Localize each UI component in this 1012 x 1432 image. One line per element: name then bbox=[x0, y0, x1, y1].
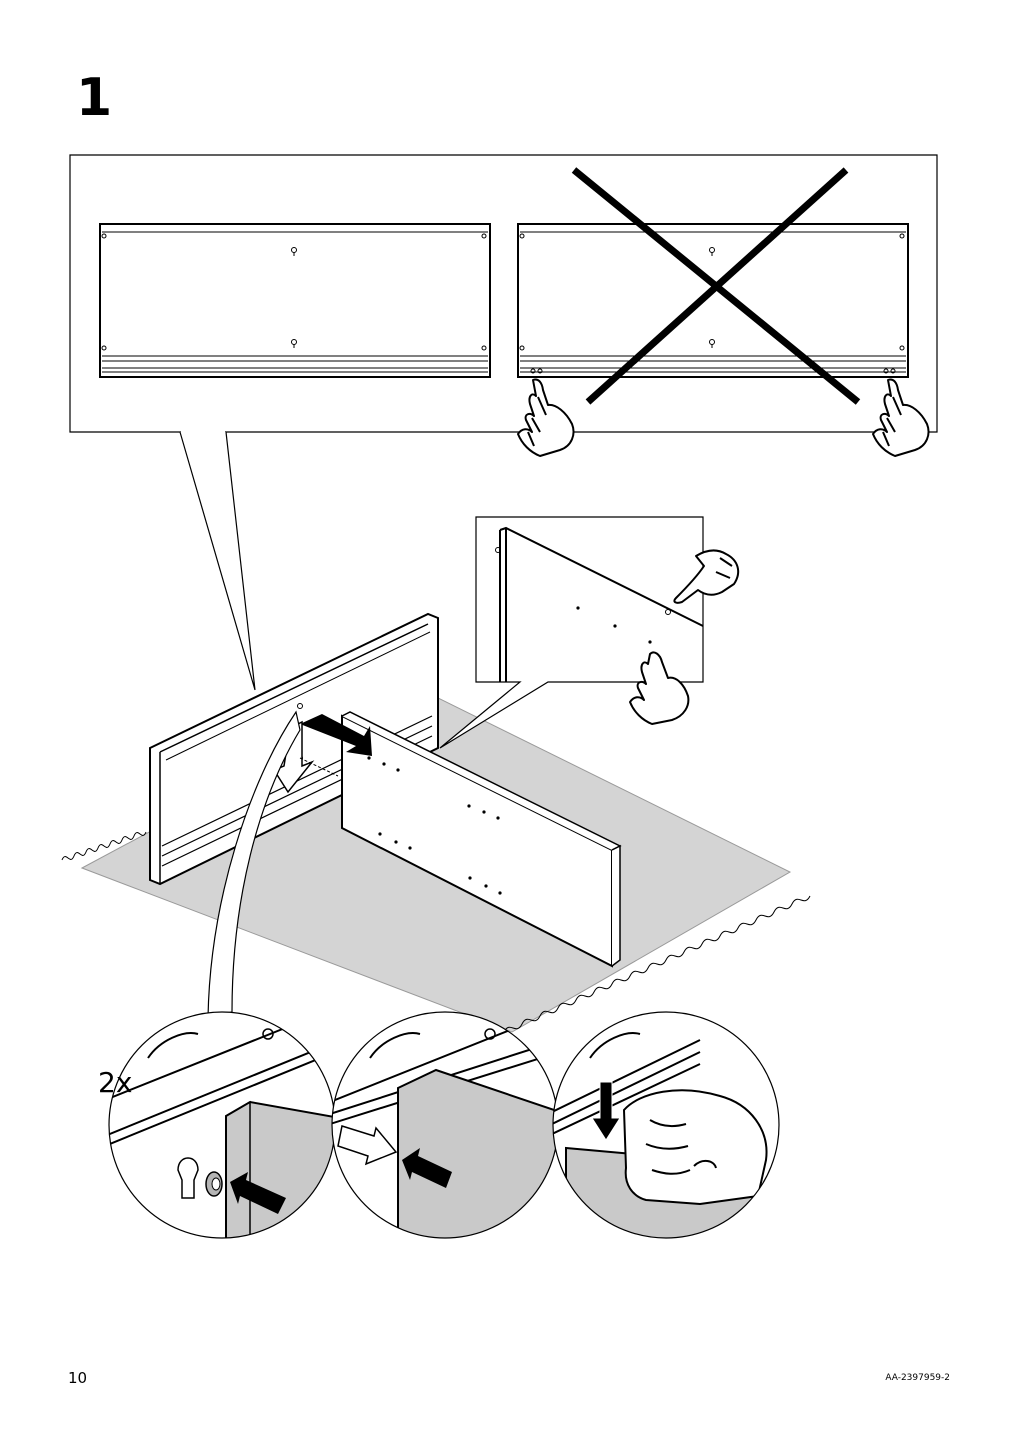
detail-circle-3 bbox=[552, 1011, 780, 1239]
keyhole-slot-icon bbox=[177, 1157, 199, 1199]
push-arrow-icon bbox=[337, 1125, 398, 1166]
push-arrow-icon bbox=[230, 1172, 286, 1214]
pointing-hand-icon bbox=[629, 651, 690, 725]
pressing-hand-icon bbox=[623, 1089, 768, 1205]
orientation-callout bbox=[69, 154, 938, 691]
page-number: 10 bbox=[68, 1369, 88, 1387]
down-arrow-icon bbox=[591, 1081, 621, 1141]
push-arrow-icon bbox=[272, 714, 372, 794]
pointing-hand-icon bbox=[517, 378, 575, 457]
correct-panel-view bbox=[99, 223, 491, 378]
push-arrow-icon bbox=[402, 1148, 452, 1188]
pointing-hand-icon bbox=[673, 549, 740, 604]
cross-mark-icon bbox=[571, 167, 861, 405]
dowel-icon bbox=[205, 1171, 223, 1197]
incorrect-panel-view bbox=[517, 167, 909, 405]
detail-circle-2 bbox=[331, 1011, 559, 1239]
document-code: AA-2397959-2 bbox=[885, 1373, 950, 1383]
pointing-hand-icon bbox=[872, 378, 930, 457]
shelf-panel bbox=[341, 711, 622, 968]
hole-detail-callout bbox=[439, 516, 740, 749]
detail-circle-1 bbox=[108, 1011, 336, 1239]
keyhole-slot-icon bbox=[101, 233, 487, 351]
quantity-label: 2x bbox=[98, 1066, 133, 1099]
step-number: 1 bbox=[76, 68, 113, 128]
